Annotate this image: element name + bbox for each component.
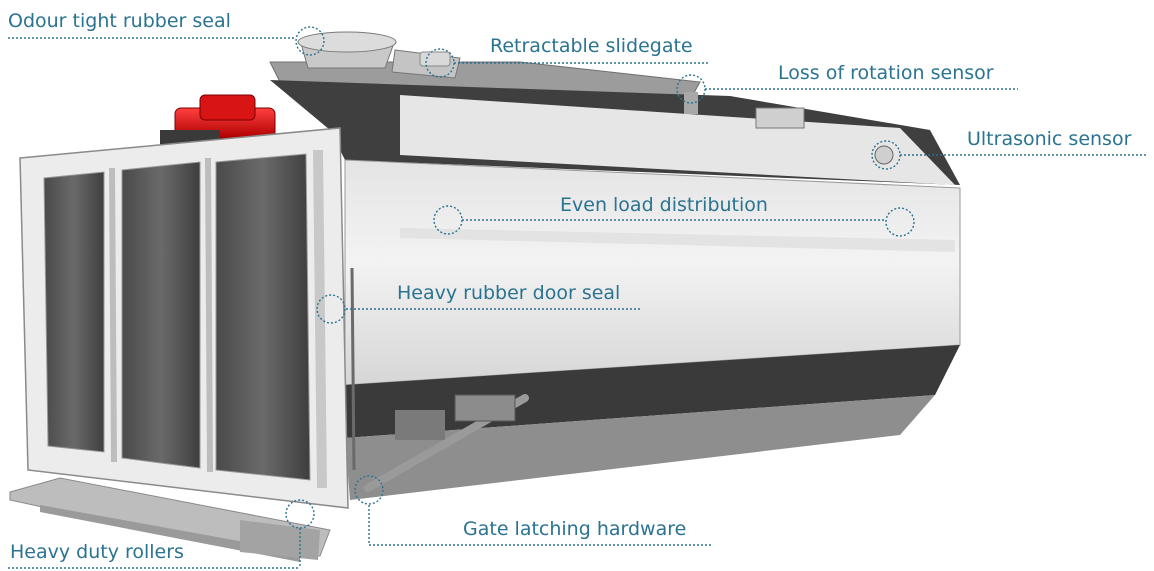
hopper xyxy=(269,31,701,101)
label-load-distribution: Even load distribution xyxy=(560,194,768,216)
rotation-sensor-marker xyxy=(676,74,706,104)
door-seal-marker xyxy=(316,294,346,324)
odour-seal-marker xyxy=(295,26,325,56)
label-door-seal: Heavy rubber door seal xyxy=(397,282,621,304)
label-ultrasonic-sensor: Ultrasonic sensor xyxy=(967,128,1132,150)
gate-latching-marker xyxy=(354,475,384,505)
callout-leaders xyxy=(8,26,1146,569)
rollers-marker xyxy=(285,499,315,529)
load-marker-left xyxy=(433,205,463,235)
load-marker-right xyxy=(885,207,915,237)
ultrasonic-sensor-marker xyxy=(871,140,901,170)
label-rotation-sensor: Loss of rotation sensor xyxy=(778,62,994,84)
latch-arm xyxy=(364,394,529,492)
label-odour-seal: Odour tight rubber seal xyxy=(8,10,231,32)
label-rollers: Heavy duty rollers xyxy=(10,541,184,563)
label-slidegate: Retractable slidegate xyxy=(490,35,693,57)
label-gate-latching: Gate latching hardware xyxy=(463,518,687,540)
slidegate-marker xyxy=(425,48,455,78)
drive-motor xyxy=(160,94,276,148)
front-doors xyxy=(19,127,356,509)
